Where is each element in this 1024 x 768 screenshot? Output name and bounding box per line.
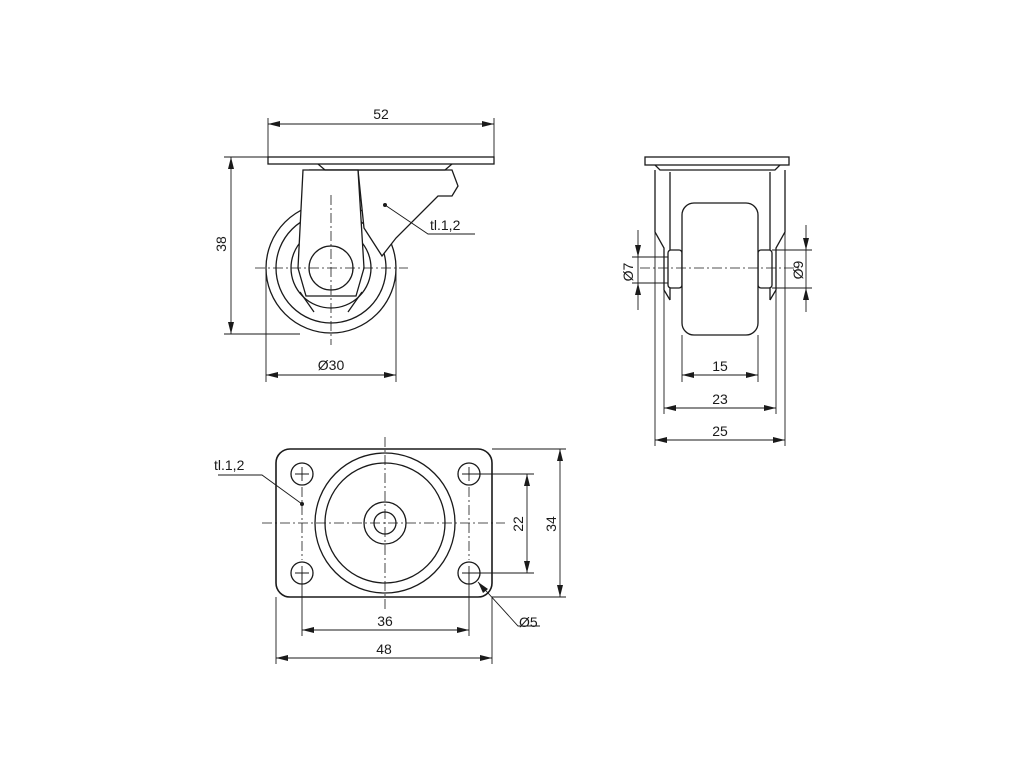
front-top-plate bbox=[644, 156, 790, 166]
axle-left bbox=[667, 249, 683, 289]
bearing-ring bbox=[317, 163, 453, 171]
dimension-hole-spacing-x-label: 36 bbox=[377, 613, 393, 629]
dimension-width-label: 52 bbox=[373, 106, 389, 122]
leader-thickness-top bbox=[218, 474, 303, 505]
dimension-height-label: 38 bbox=[213, 236, 229, 252]
leader-hole-diameter bbox=[477, 581, 540, 627]
side-view: 52 38 Ø30 tl.1,2 bbox=[213, 106, 495, 382]
wheel-spokes bbox=[299, 291, 363, 313]
front-view: Ø7 Ø9 15 23 25 bbox=[620, 156, 812, 446]
thickness-label-top: tl.1,2 bbox=[214, 457, 245, 473]
top-plate bbox=[267, 156, 495, 165]
fork-right-outer bbox=[769, 170, 786, 301]
dimension-hub-diameter-label: Ø9 bbox=[790, 260, 806, 279]
dimension-hole-spacing-y-label: 22 bbox=[510, 516, 526, 532]
dimension-wheel-diameter-label: Ø30 bbox=[318, 357, 345, 373]
front-bearing bbox=[654, 164, 781, 171]
leader-thickness bbox=[384, 204, 475, 235]
dimension-overall-width-label: 25 bbox=[712, 423, 728, 439]
dimension-fork-inner-label: 23 bbox=[712, 391, 728, 407]
thickness-label-side: tl.1,2 bbox=[430, 217, 461, 233]
fork-left-outer bbox=[654, 170, 671, 301]
dimension-axle-diameter-label: Ø7 bbox=[620, 262, 636, 281]
dimension-plate-width-label: 48 bbox=[376, 641, 392, 657]
dimension-hole-diameter-label: Ø5 bbox=[519, 614, 538, 630]
axle-right bbox=[757, 249, 773, 289]
top-view: tl.1,2 22 34 36 48 Ø5 bbox=[214, 437, 566, 664]
dimension-wheel-width-label: 15 bbox=[712, 358, 728, 374]
mounting-hole-tl bbox=[290, 462, 314, 486]
front-wheel bbox=[681, 202, 759, 336]
dimension-plate-height-label: 34 bbox=[543, 516, 559, 532]
